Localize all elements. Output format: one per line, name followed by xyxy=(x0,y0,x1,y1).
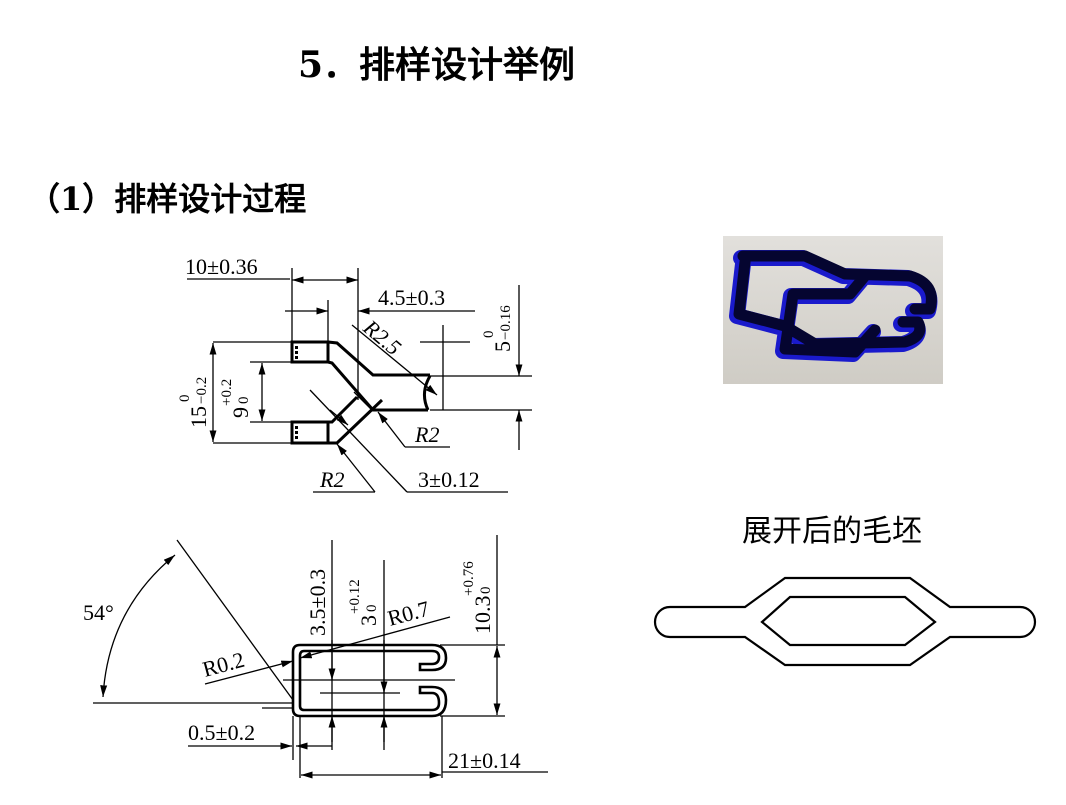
dim-35-label: 3.5±0.3 xyxy=(305,569,330,636)
dim-21-label: 21±0.14 xyxy=(448,748,521,773)
dim-103-tol-upper: +0.76 xyxy=(461,561,477,596)
dim-3-label: 3 xyxy=(356,615,381,626)
dim-3-tol-upper: +0.12 xyxy=(347,579,363,614)
dim-r2-bottom-label: R2 xyxy=(319,467,344,492)
dim-r2-right-label: R2 xyxy=(414,422,439,447)
dim-5-label: 5 xyxy=(490,341,515,352)
dim-3-tol-lower: 0 xyxy=(364,605,380,613)
blank-caption: 展开后的毛坯 xyxy=(742,514,922,549)
unfolded-blank-outline xyxy=(653,576,1037,667)
part-profile-top xyxy=(290,340,432,445)
dim-offset-label: 4.5±0.3 xyxy=(378,285,445,310)
bent-part-image xyxy=(729,250,938,362)
top-section-drawing: 10±0.36 4.5±0.3 R2.5 5 0 −0.16 15 0 −0.2… xyxy=(177,254,532,493)
section-heading: （1）排样设计过程 xyxy=(28,180,307,218)
dim-15-label: 15 xyxy=(186,406,211,428)
side-section-drawing: 54° R0.2 R0.7 3.5±0.3 3 +0.12 0 10.3 +0.… xyxy=(83,535,548,779)
dim-15-tol-upper: 0 xyxy=(177,395,193,403)
dim-r07-label: R0.7 xyxy=(385,596,432,631)
dim-5-tol-upper: 0 xyxy=(481,331,497,339)
dim-9-tol-upper: +0.2 xyxy=(219,379,235,406)
dim-r02-label: R0.2 xyxy=(200,647,247,682)
dim-103-label: 10.3 xyxy=(470,596,495,635)
dim-103-tol-lower: 0 xyxy=(478,587,494,595)
dim-9-tol-lower: 0 xyxy=(236,397,252,405)
dim-thickness-label: 3±0.12 xyxy=(418,467,480,492)
dim-15-tol-lower: −0.2 xyxy=(194,377,210,404)
dim-width-label: 10±0.36 xyxy=(185,254,258,279)
dim-5-tol-lower: −0.16 xyxy=(498,305,514,340)
part-3d-render xyxy=(723,236,943,384)
dim-r25-label: R2.5 xyxy=(358,314,406,360)
slide-title: 5．排样设计举例 xyxy=(298,44,576,86)
dim-9-label: 9 xyxy=(228,407,253,418)
dim-05-label: 0.5±0.2 xyxy=(188,720,255,745)
angle-label: 54° xyxy=(83,600,114,625)
